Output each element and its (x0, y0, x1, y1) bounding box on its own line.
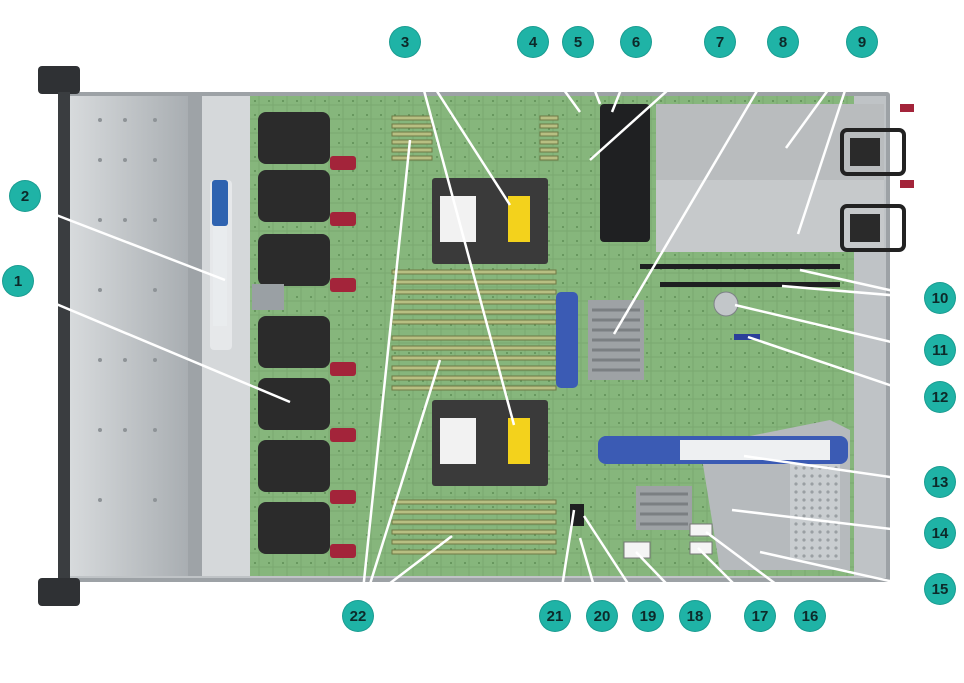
callout-7: 7 (705, 27, 735, 57)
leader-line-3-1 (413, 56, 512, 206)
chipset (556, 292, 644, 388)
callout-5: 5 (563, 27, 593, 57)
leader-line-20 (578, 537, 600, 601)
leader-line-1 (29, 291, 291, 404)
leader-line-13 (743, 454, 926, 484)
rack-ears (38, 66, 80, 606)
leader-line-14 (731, 508, 926, 535)
callout-6: 6 (621, 27, 651, 57)
callout-1: 1 (3, 266, 33, 296)
callout-14: 14 (925, 518, 955, 548)
riser-cage (598, 420, 850, 570)
leader-line-4 (538, 56, 582, 113)
leader-line-16 (705, 530, 801, 604)
leader-line-7 (589, 53, 709, 161)
leader-line-10-2 (781, 284, 926, 300)
leader-line-2 (37, 206, 226, 282)
front-area (202, 96, 250, 576)
callout-19: 19 (633, 601, 663, 631)
leader-line-6 (610, 56, 636, 113)
psu-area (600, 104, 914, 252)
fan-array (252, 112, 356, 558)
callout-13: 13 (925, 467, 955, 497)
leader-line-15 (759, 550, 926, 591)
leader-line-22-2 (363, 359, 442, 601)
leader-line-18 (635, 551, 685, 603)
drive-bay (70, 96, 202, 576)
leader-line-22-3 (367, 535, 453, 601)
expansion-slots (640, 264, 840, 340)
callout-20: 20 (587, 601, 617, 631)
leader-line-5 (580, 56, 602, 105)
leader-line-19 (582, 515, 642, 603)
callout-16: 16 (795, 601, 825, 631)
leader-line-22-1 (360, 139, 412, 601)
callout-4: 4 (518, 27, 548, 57)
callout-10: 10 (925, 283, 955, 313)
callout-2: 2 (10, 181, 40, 211)
leader-line-21 (558, 509, 576, 601)
leader-line-17 (697, 547, 753, 603)
callout-21: 21 (540, 601, 570, 631)
leader-line-12 (747, 335, 926, 399)
processor-heatsinks (432, 178, 548, 486)
callout-15: 15 (925, 574, 955, 604)
callout-22: 22 (343, 601, 373, 631)
callout-leader-lines (29, 53, 926, 604)
callout-18: 18 (680, 601, 710, 631)
leader-line-11 (734, 303, 926, 352)
callout-11: 11 (925, 335, 955, 365)
callout-8: 8 (768, 27, 798, 57)
leader-line-3-2 (413, 56, 516, 426)
callout-3: 3 (390, 27, 420, 57)
leader-line-10-1 (799, 268, 926, 300)
callout-17: 17 (745, 601, 775, 631)
callout-9: 9 (847, 27, 877, 57)
callout-12: 12 (925, 382, 955, 412)
leader-line-9-2 (796, 56, 858, 235)
leader-line-8 (612, 56, 779, 335)
leader-line-9-1 (784, 56, 854, 149)
